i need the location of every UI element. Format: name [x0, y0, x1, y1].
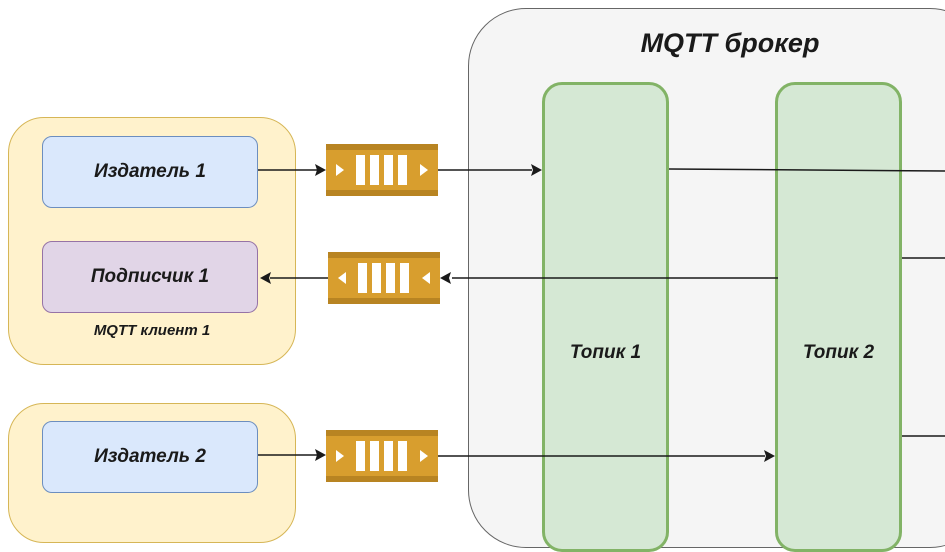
connector-layer: [258, 144, 945, 482]
publisher-2-node[interactable]: Издатель 2: [42, 421, 258, 493]
message-queue-icon: [326, 144, 438, 196]
arrowhead-to-subscriber-1: [260, 272, 271, 284]
topic-1-label: Топик 1: [569, 342, 642, 363]
subscriber-1-label: Подписчик 1: [90, 266, 210, 287]
topic-1-node[interactable]: [542, 82, 669, 552]
edge-topic1-out: [668, 168, 945, 172]
topic-2-node[interactable]: [775, 82, 902, 552]
message-queue-icon: [328, 252, 440, 304]
arrowhead-to-queue-1: [315, 164, 326, 176]
arrowhead-to-topic-1: [531, 164, 542, 176]
subscriber-1-node[interactable]: Подписчик 1: [42, 241, 258, 313]
arrowhead-to-queue-2: [440, 272, 451, 284]
broker-title: MQTT брокер: [640, 28, 820, 58]
publisher-1-label: Издатель 1: [94, 161, 206, 182]
message-queue-icon: [326, 430, 438, 482]
publisher-1-node[interactable]: Издатель 1: [42, 136, 258, 208]
client-1-label: MQTT клиент 1: [93, 322, 211, 339]
arrowhead-to-queue-3: [315, 449, 326, 461]
topic-2-label: Топик 2: [802, 342, 875, 363]
publisher-2-label: Издатель 2: [94, 446, 206, 467]
arrowhead-to-topic-2: [764, 450, 775, 462]
